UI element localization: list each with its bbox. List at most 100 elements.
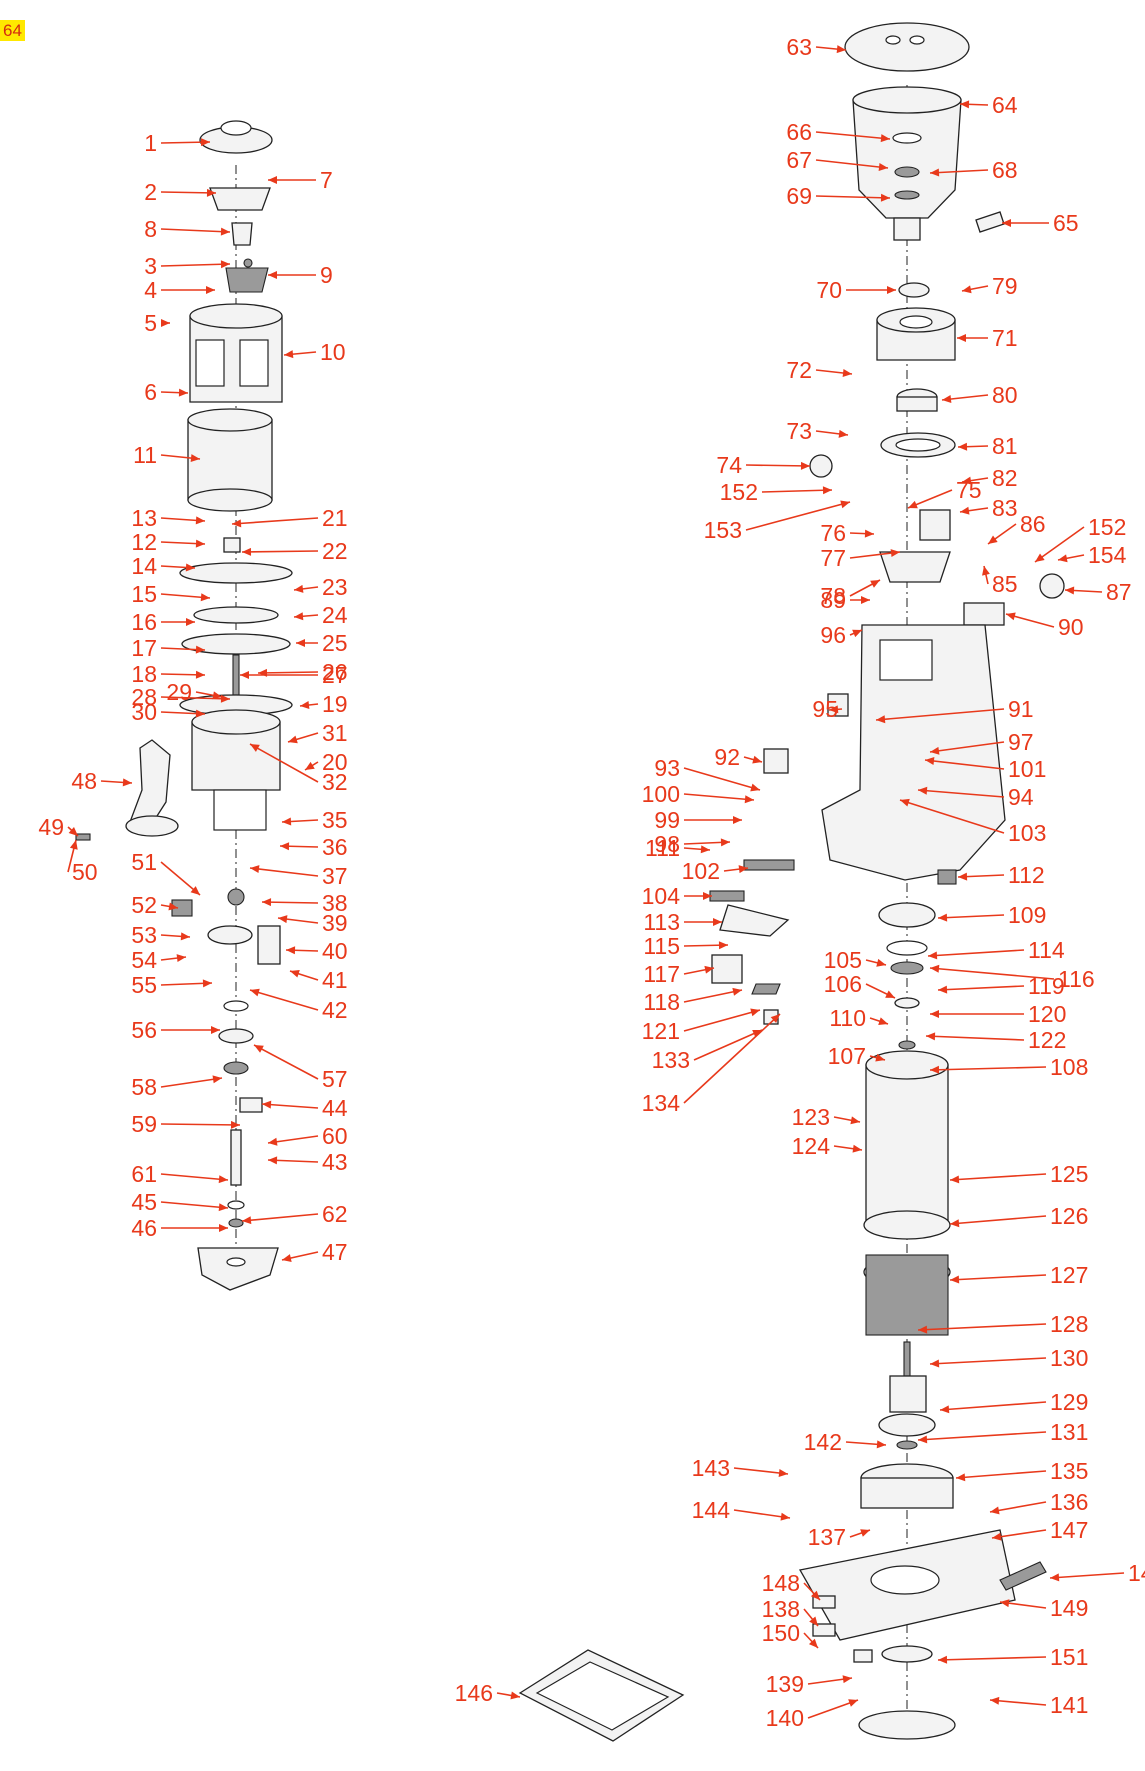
arrowhead-icon: [860, 1529, 870, 1537]
callout-107: 107: [828, 1043, 886, 1069]
callout-number: 100: [642, 781, 680, 807]
arrowhead-icon: [190, 454, 200, 463]
arrowhead-icon: [703, 892, 712, 900]
callout-number: 135: [1050, 1458, 1088, 1484]
callout-137: 137: [808, 1524, 871, 1550]
callout-number: 23: [322, 574, 348, 600]
callout-number: 83: [992, 495, 1018, 521]
callout-77: 77: [820, 545, 901, 571]
arrowhead-icon: [294, 584, 304, 593]
leader-line: [241, 550, 319, 553]
callout-number: 90: [1058, 614, 1084, 640]
callout-76: 76: [820, 520, 875, 546]
callout-108: 108: [929, 1054, 1088, 1080]
arrowhead-icon: [956, 1473, 966, 1482]
callout-number: 92: [714, 744, 740, 770]
arrowhead-icon: [861, 596, 870, 604]
callout-87: 87: [1064, 579, 1132, 605]
callout-67: 67: [786, 147, 889, 173]
arrowhead-icon: [510, 1691, 520, 1700]
arrowhead-icon: [808, 1638, 818, 1648]
callout-11: 11: [133, 442, 201, 468]
arrowhead-icon: [840, 500, 850, 509]
callout-number: 63: [786, 34, 812, 60]
leader-line: [733, 1509, 791, 1519]
callout-number: 86: [1020, 511, 1046, 537]
callout-123: 123: [792, 1104, 861, 1130]
callout-number: 154: [1088, 542, 1127, 568]
callout-number: 74: [716, 452, 742, 478]
callout-73: 73: [786, 418, 849, 444]
callout-2: 2: [144, 179, 217, 205]
callout-number: 16: [131, 609, 157, 635]
callout-152: 152: [720, 479, 833, 505]
arrowhead-icon: [852, 1144, 862, 1153]
arrowhead-icon: [195, 516, 205, 525]
callout-number: 125: [1050, 1161, 1088, 1187]
callout-number: 4: [144, 277, 157, 303]
callout-51: 51: [131, 849, 201, 896]
arrowhead-icon: [887, 286, 896, 294]
callout-number: 106: [824, 971, 862, 997]
callout-38: 38: [261, 890, 348, 916]
arrowhead-icon: [278, 915, 288, 924]
arrowhead-icon: [990, 1696, 1000, 1705]
arrowhead-icon: [206, 286, 215, 294]
callout-number: 51: [131, 849, 157, 875]
arrowhead-icon: [950, 1175, 960, 1184]
callout-117: 117: [643, 961, 715, 987]
arrowhead-icon: [284, 350, 294, 359]
arrowhead-icon: [744, 795, 754, 804]
arrowhead-icon: [918, 1435, 928, 1444]
arrowhead-icon: [218, 1203, 228, 1212]
callout-17: 17: [131, 635, 206, 661]
leader-line: [925, 1035, 1025, 1041]
callout-number: 1: [144, 130, 157, 156]
callout-number: 12: [131, 529, 157, 555]
callout-number: 140: [766, 1705, 804, 1731]
callout-153: 153: [704, 500, 851, 543]
arrowhead-icon: [876, 715, 886, 724]
arrowhead-icon: [926, 1032, 936, 1041]
arrowhead-icon: [822, 486, 832, 495]
leader-line: [745, 501, 851, 531]
arrowhead-icon: [250, 865, 260, 874]
callout-146: 146: [455, 1680, 521, 1706]
arrowhead-icon: [778, 1469, 788, 1477]
arrowhead-icon: [842, 369, 852, 377]
callout-number: 19: [322, 691, 348, 717]
callout-number: 141: [1050, 1692, 1088, 1718]
callout-112: 112: [957, 862, 1045, 888]
leader-line: [683, 1013, 781, 1104]
callout-number: 73: [786, 418, 812, 444]
arrowhead-icon: [918, 786, 928, 795]
callout-number: 82: [992, 465, 1018, 491]
callout-50: 50: [67, 839, 98, 885]
callout-12: 12: [131, 529, 206, 555]
callout-31: 31: [287, 720, 348, 746]
leader-line: [929, 169, 989, 174]
arrowhead-icon: [878, 163, 888, 171]
arrowhead-icon: [305, 761, 315, 770]
arrowhead-icon: [200, 593, 210, 602]
callout-59: 59: [131, 1111, 241, 1137]
arrowhead-icon: [750, 783, 760, 792]
arrowhead-icon: [750, 1008, 760, 1017]
callout-28: 28: [131, 684, 231, 710]
callout-number: 143: [692, 1455, 730, 1481]
leader-line: [761, 489, 833, 493]
arrowhead-icon: [942, 395, 952, 404]
leader-line: [1034, 526, 1085, 563]
arrowhead-icon: [180, 932, 190, 941]
callout-number: 55: [131, 972, 157, 998]
callout-number: 81: [992, 433, 1018, 459]
callout-1: 1: [144, 130, 211, 156]
callout-13: 13: [131, 505, 206, 531]
callout-number: 10: [320, 339, 346, 365]
callout-number: 11: [133, 442, 157, 468]
callout-number: 102: [682, 858, 720, 884]
callout-number: 142: [804, 1429, 842, 1455]
arrowhead-icon: [930, 168, 940, 177]
leader-line: [160, 228, 231, 233]
callout-122: 122: [925, 1027, 1066, 1053]
